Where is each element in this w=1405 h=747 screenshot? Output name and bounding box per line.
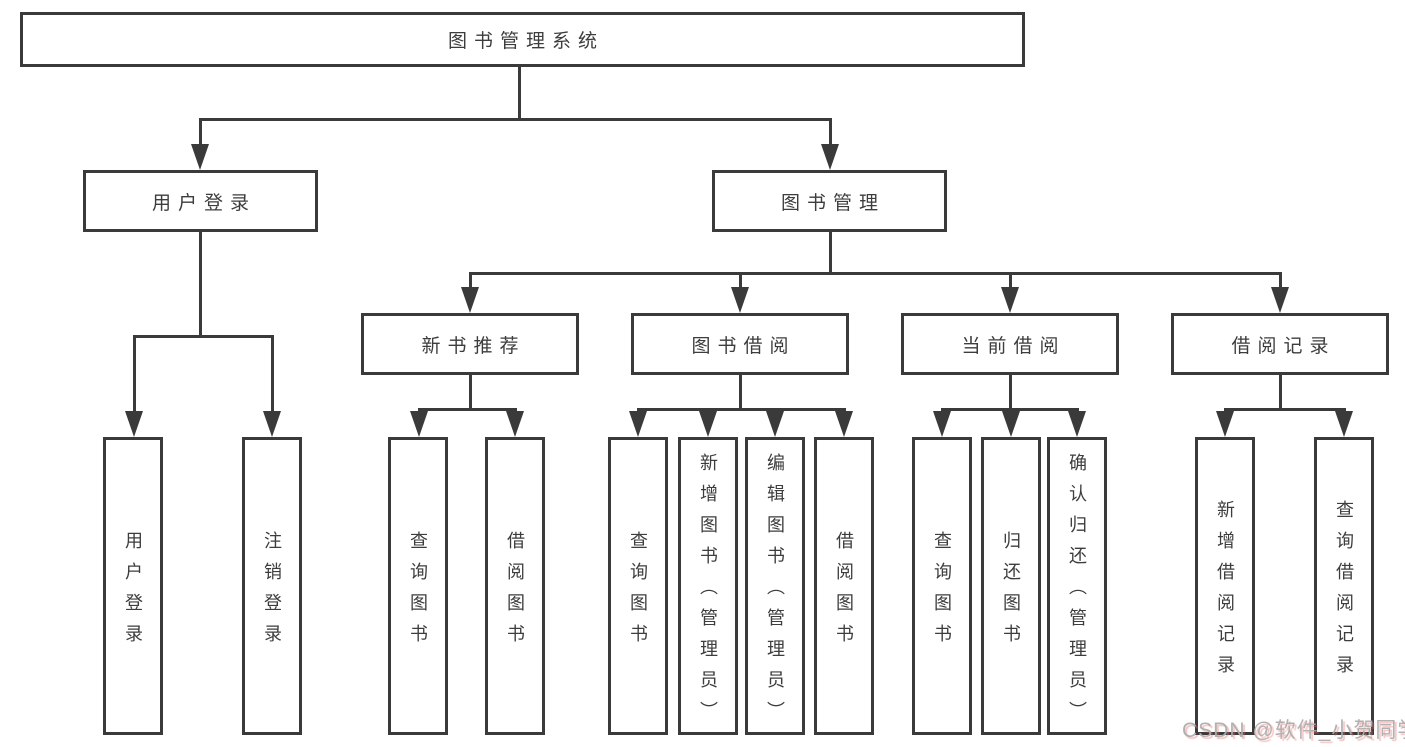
leaf-edit-books-admin: 编辑图书（管理员） [745,437,805,735]
connector-line [271,335,274,414]
node-book-borrow: 图书借阅 [631,313,849,375]
arrowhead-down-icon [506,411,524,437]
connector-line [199,118,832,121]
leaf-query-books-1-label: 查询图书 [408,530,428,655]
connector-line [829,118,832,146]
leaf-return-books-label: 归还图书 [1001,530,1021,655]
csdn-watermark: CSDN @软件_小贺同学 [1182,719,1405,742]
node-current-borrow: 当前借阅 [901,313,1119,375]
node-new-book-recommend: 新书推荐 [361,313,579,375]
arrowhead-down-icon [461,287,479,313]
arrowhead-down-icon [731,287,749,313]
node-current-borrow-label: 当前借阅 [961,335,1066,357]
node-borrow-records: 借阅记录 [1171,313,1389,375]
leaf-query-books-3: 查询图书 [912,437,972,735]
arrowhead-down-icon [1002,411,1020,437]
connector-line [739,375,742,411]
connector-line [469,272,1282,275]
connector-line [133,335,274,338]
connector-line [1009,272,1012,290]
arrowhead-down-icon [1001,287,1019,313]
leaf-user-login: 用户登录 [103,437,163,735]
connector-line [829,232,832,274]
leaf-confirm-return-admin-label: 确认归还（管理员） [1067,453,1087,732]
leaf-logout-label: 注销登录 [262,530,282,655]
node-book-management-label: 图书管理 [780,192,885,214]
connector-line [199,232,202,336]
connector-line [469,272,472,290]
arrowhead-down-icon [821,144,839,170]
node-root-label: 图书管理系统 [447,31,604,52]
connector-line [518,67,521,118]
leaf-confirm-return-admin: 确认归还（管理员） [1047,437,1107,735]
node-book-borrow-label: 图书借阅 [691,335,796,357]
leaf-query-books-2-label: 查询图书 [628,530,648,655]
arrowhead-down-icon [1068,411,1086,437]
connector-line [739,272,742,290]
arrowhead-down-icon [835,411,853,437]
node-root: 图书管理系统 [20,12,1025,67]
connector-line [1279,272,1282,290]
node-user-login: 用户登录 [83,170,318,232]
leaf-query-books-2: 查询图书 [608,437,668,735]
leaf-borrow-books-1-label: 借阅图书 [505,530,525,655]
leaf-add-borrow-record: 新增借阅记录 [1195,437,1255,735]
leaf-add-borrow-record-label: 新增借阅记录 [1215,499,1235,686]
connector-line [133,335,136,414]
arrowhead-down-icon [410,411,428,437]
node-new-book-recommend-label: 新书推荐 [421,335,526,357]
node-book-management: 图书管理 [712,170,947,232]
arrowhead-down-icon [699,411,717,437]
leaf-query-borrow-record: 查询借阅记录 [1314,437,1374,735]
connector-line [418,408,517,411]
arrowhead-down-icon [933,411,951,437]
arrowhead-down-icon [1216,411,1234,437]
connector-line [1279,375,1282,411]
arrowhead-down-icon [191,144,209,170]
leaf-query-books-3-label: 查询图书 [932,530,952,655]
connector-line [199,118,202,146]
leaf-borrow-books-2-label: 借阅图书 [834,530,854,655]
connector-line [469,375,472,411]
node-borrow-records-label: 借阅记录 [1231,335,1336,357]
arrowhead-down-icon [263,411,281,437]
leaf-return-books: 归还图书 [981,437,1041,735]
leaf-query-borrow-record-label: 查询借阅记录 [1334,499,1354,686]
arrowhead-down-icon [125,411,143,437]
leaf-add-books-admin: 新增图书（管理员） [678,437,738,735]
node-user-login-label: 用户登录 [151,192,256,214]
leaf-edit-books-admin-label: 编辑图书（管理员） [765,453,785,732]
connector-line [1009,375,1012,411]
leaf-user-login-label: 用户登录 [123,530,143,655]
arrowhead-down-icon [629,411,647,437]
leaf-add-books-admin-label: 新增图书（管理员） [698,453,718,732]
leaf-query-books-1: 查询图书 [388,437,448,735]
arrowhead-down-icon [766,411,784,437]
arrowhead-down-icon [1271,287,1289,313]
leaf-borrow-books-1: 借阅图书 [485,437,545,735]
arrowhead-down-icon [1335,411,1353,437]
connector-line [1224,408,1346,411]
leaf-borrow-books-2: 借阅图书 [814,437,874,735]
leaf-logout: 注销登录 [242,437,302,735]
connector-line [637,408,846,411]
